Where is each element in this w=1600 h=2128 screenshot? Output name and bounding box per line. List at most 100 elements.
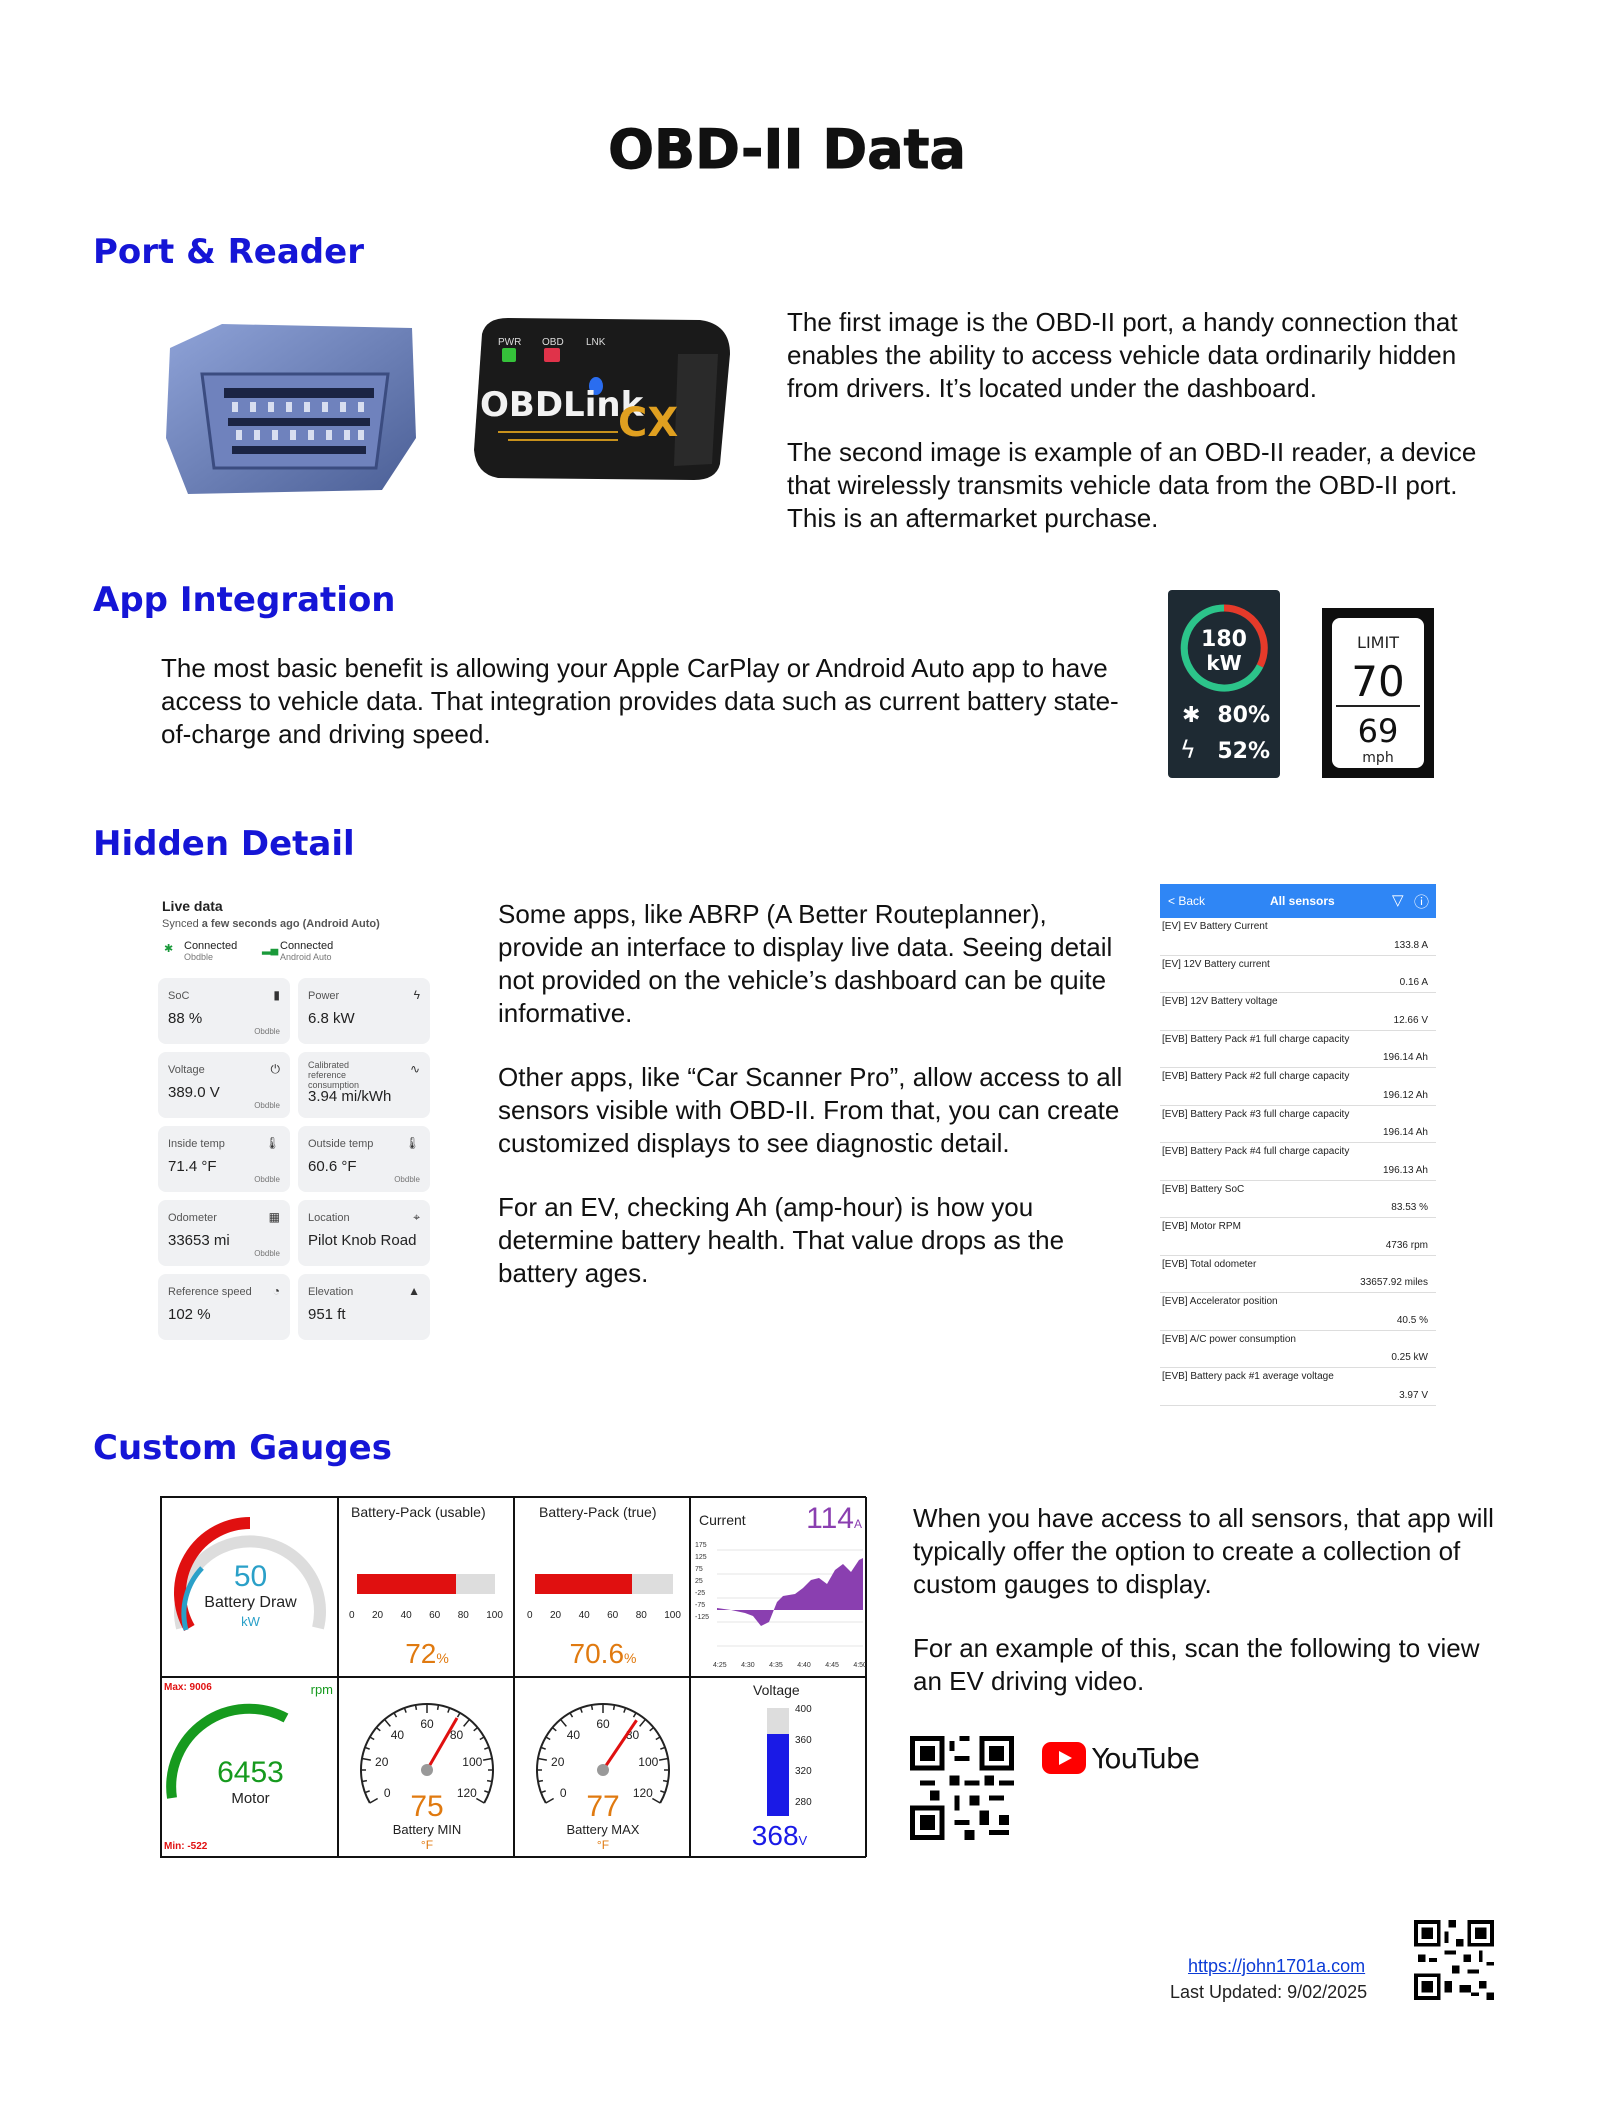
tile-label: Inside temp (168, 1138, 225, 1150)
sensor-row[interactable]: [EVB] Battery Pack #2 full charge capaci… (1160, 1068, 1436, 1106)
motor-value: 6453 (217, 1756, 284, 1789)
dial-tick-label: 40 (391, 1728, 405, 1742)
tile-value: 6.8 kW (308, 1010, 355, 1027)
tick-label: 4:25 (713, 1662, 727, 1669)
section-heading-app: App Integration (93, 580, 396, 620)
draw-unit: kW (241, 1614, 260, 1629)
live-data-synced: Synced a few seconds ago (Android Auto) (162, 918, 380, 930)
tick-label: -125 (695, 1614, 710, 1621)
sensor-row[interactable]: [EVB] Battery Pack #1 full charge capaci… (1160, 1031, 1436, 1068)
tick-label: 4:50 (853, 1662, 867, 1669)
sensor-value: 33657.92 miles (1360, 1277, 1428, 1288)
dial-tick (484, 1746, 490, 1750)
tick-label: 40 (578, 1610, 590, 1621)
current-speed: 69 (1358, 712, 1399, 750)
bolt-icon: ϟ (413, 988, 420, 1002)
tick-label: 125 (695, 1554, 707, 1561)
tick-label: 20 (550, 1610, 562, 1621)
tile-label: Voltage (168, 1064, 205, 1076)
pack-true-track (535, 1574, 673, 1594)
website-link[interactable]: https://john1701a.com (1188, 1956, 1366, 1976)
location-icon: ⌖ (413, 1210, 420, 1224)
dial-tick (463, 1718, 470, 1727)
elevation-icon: ▲ (408, 1284, 420, 1298)
tile-value: 60.6 °F (308, 1158, 357, 1175)
youtube-qr-code[interactable] (910, 1736, 1014, 1840)
sensor-value: 3.97 V (1399, 1389, 1428, 1401)
tile-label: Elevation (308, 1286, 354, 1298)
tick-label: 175 (695, 1542, 707, 1549)
sensor-row[interactable]: [EVB] Battery Pack #3 full charge capaci… (1160, 1106, 1436, 1143)
motor-label: Motor (231, 1790, 270, 1807)
gauges-paragraph-2: For an example of this, scan the followi… (913, 1633, 1480, 1696)
live-tile[interactable]: Elevation 951 ft ▲ (298, 1274, 430, 1340)
tile-label: SoC (168, 990, 190, 1002)
motor-unit: rpm (310, 1682, 333, 1697)
back-button[interactable]: < Back (1168, 894, 1206, 908)
youtube-logo[interactable]: YouTube (1042, 1738, 1210, 1782)
dial-tick (436, 1704, 440, 1711)
widget-power: 180 (1201, 627, 1247, 652)
filter-icon[interactable]: ▽ (1392, 892, 1404, 909)
sensor-name: [EVB] Battery SoC (1162, 1183, 1245, 1195)
pack-usable-track (357, 1574, 495, 1594)
sensor-name: [EVB] Battery Pack #4 full charge capaci… (1162, 1146, 1350, 1157)
sensors-header: < Back All sensors ▽ ⓘ (1160, 884, 1436, 918)
tile-label: Odometer (168, 1212, 217, 1224)
sensor-value: 40.5 % (1396, 1314, 1428, 1326)
trend-icon: ∿ (409, 1062, 420, 1076)
tile-label: Location (308, 1212, 350, 1224)
dial-tick (369, 1736, 375, 1741)
dial-tick (540, 1790, 546, 1794)
dial-tick (364, 1746, 370, 1750)
sensor-name: [EV] EV Battery Current (1162, 921, 1268, 932)
charge-bolt-icon: ϟ (1180, 736, 1196, 764)
sensor-row[interactable]: [EVB] Battery pack #1 average voltage 3.9… (1160, 1368, 1436, 1406)
sensor-value: 4736 rpm (1385, 1239, 1428, 1251)
tile-value: 33653 mi (168, 1232, 230, 1249)
tile-value: 951 ft (308, 1306, 346, 1323)
obd-port-image (162, 318, 422, 498)
website-qr-code[interactable] (1414, 1920, 1494, 2000)
sensor-name: [EVB] Battery pack #1 average voltage (1162, 1371, 1334, 1382)
battery-icon: ▮ (273, 988, 280, 1002)
tile-label: Calibrated reference consumption (308, 1060, 360, 1090)
speedometer-icon: ◔ (272, 1284, 280, 1298)
sensor-row[interactable]: [EVB] Battery Pack #4 full charge capaci… (1160, 1143, 1436, 1181)
dial-needle (425, 1717, 459, 1771)
dial-tick (414, 1704, 418, 1711)
tick-label: 20 (372, 1610, 384, 1621)
dial-hub (421, 1764, 433, 1776)
sensor-value: 12.66 V (1393, 1014, 1428, 1026)
tick-label: 40 (400, 1610, 412, 1621)
battery-max-value: 77 (586, 1790, 620, 1823)
youtube-play-icon (1042, 1742, 1086, 1774)
dial-tick (612, 1704, 616, 1711)
tile-source: Obdble (254, 1175, 280, 1184)
dial-tick-label: 0 (384, 1786, 391, 1800)
info-icon[interactable]: ⓘ (1414, 894, 1430, 911)
dial-tick (369, 1797, 379, 1804)
